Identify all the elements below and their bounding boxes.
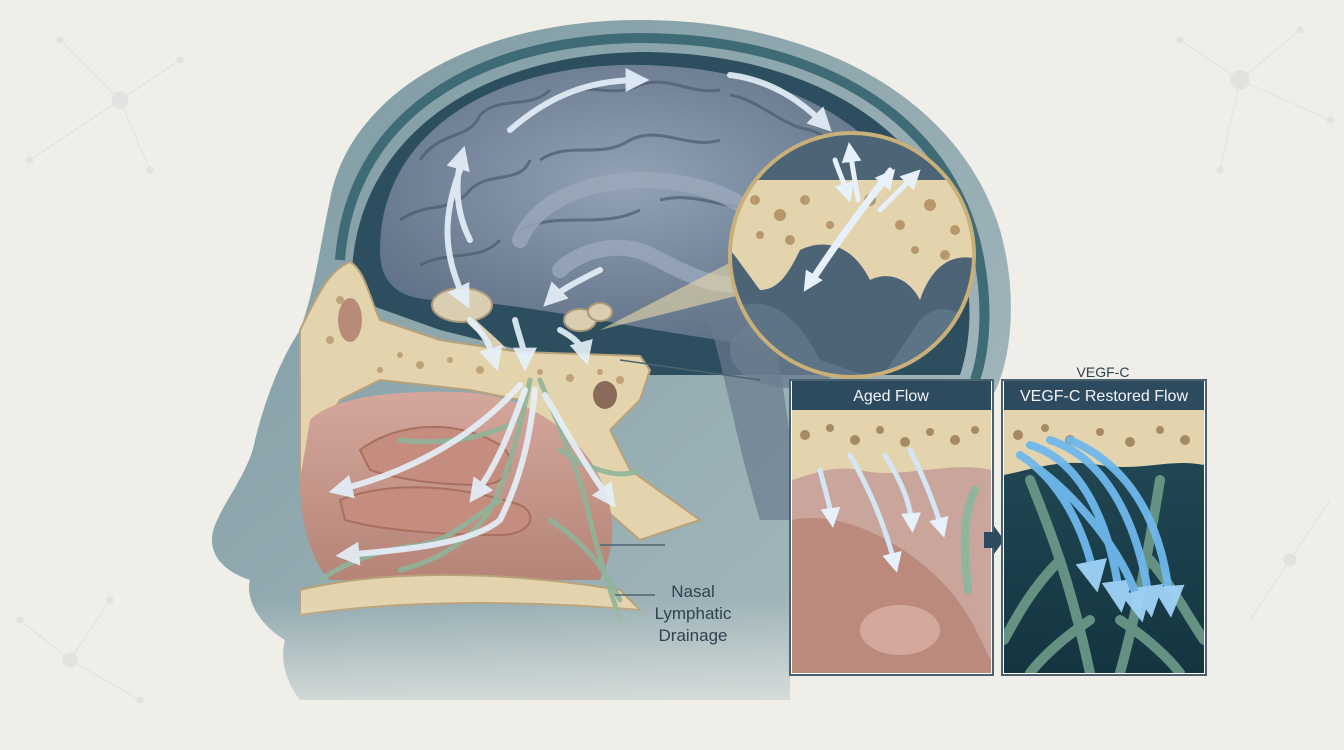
- neuron-network-icon: [16, 26, 1334, 704]
- panel-aged-header: [792, 381, 991, 410]
- panel-restored: [1001, 379, 1207, 676]
- panel-restored-title: VEGF-C Restored Flow: [1020, 388, 1188, 405]
- nasal-label-line2: Lymphatic: [655, 604, 732, 623]
- nasal-label-line3: Drainage: [659, 626, 728, 645]
- panel-aged: [789, 379, 994, 676]
- panel-restored-small-label: VEGF-C: [1077, 364, 1130, 380]
- panel-aged-title: Aged Flow: [853, 388, 929, 405]
- callout-lines: [600, 359, 761, 596]
- nasal-label-line1: Nasal: [671, 582, 714, 601]
- flow-arrow-icon: [328, 68, 832, 566]
- transition-arrow-icon: [984, 526, 1004, 554]
- zoom-callout: [600, 260, 740, 330]
- panel-restored-header: [1004, 381, 1204, 410]
